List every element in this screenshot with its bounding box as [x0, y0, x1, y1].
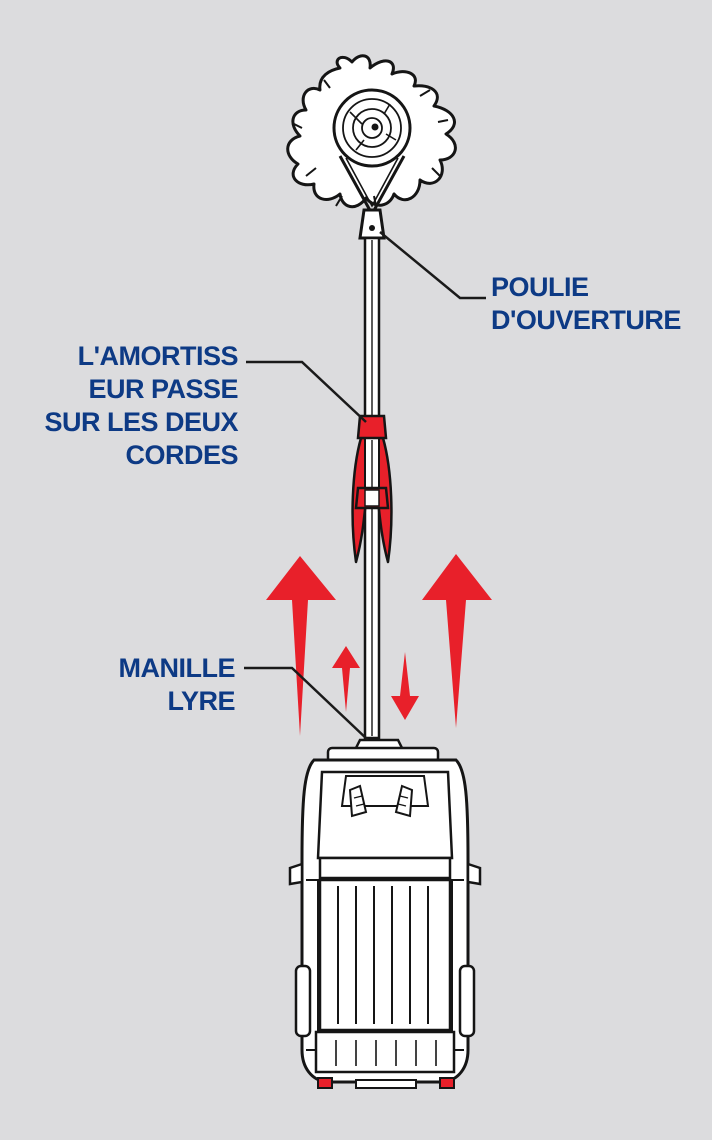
label-damper-line-3: SUR LES DEUX [44, 407, 238, 437]
label-pulley: POULIE D'OUVERTURE [491, 271, 681, 337]
label-damper: L'AMORTISS EUR PASSE SUR LES DEUX CORDES [44, 340, 238, 472]
force-arrow-icon [266, 554, 492, 736]
label-shackle-line-2: LYRE [167, 686, 235, 716]
label-damper-line-2: EUR PASSE [88, 374, 238, 404]
label-shackle: MANILLE LYRE [118, 652, 236, 718]
force-arrow-small-down [391, 652, 419, 720]
label-pulley-line-2: D'OUVERTURE [491, 305, 681, 335]
label-damper-line-4: CORDES [125, 440, 238, 470]
snatch-block-icon [338, 155, 406, 240]
leader-line-damper [246, 360, 367, 423]
label-shackle-line-1: MANILLE [118, 653, 236, 683]
force-arrow-large-right [422, 554, 492, 728]
force-arrow-large-left [266, 556, 336, 736]
jeep-vehicle-icon [288, 738, 482, 1089]
label-damper-line-1: L'AMORTISS [77, 341, 239, 371]
tree-top-icon [286, 54, 457, 209]
force-arrow-small-up [332, 646, 360, 712]
leader-line-pulley [379, 231, 486, 300]
leader-line-shackle [244, 666, 369, 741]
label-pulley-line-1: POULIE [491, 272, 589, 302]
leader-lines [244, 231, 486, 741]
